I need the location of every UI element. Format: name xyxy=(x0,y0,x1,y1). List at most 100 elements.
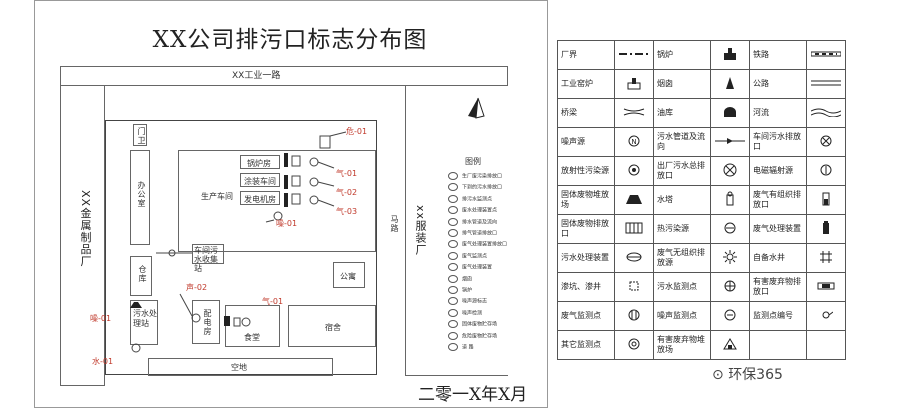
legend-label: 污水处理装置 xyxy=(557,243,615,273)
legend-label: 固体废物排放口 xyxy=(557,214,615,244)
legend-row: 放射性污染源出厂污水总排放口电磁辐射源 xyxy=(557,156,846,186)
number-icon xyxy=(806,301,846,331)
marker-gas-02: 气-02 xyxy=(336,188,358,197)
svg-text:N: N xyxy=(631,138,636,146)
mini-legend-item: 排水管道及流向 xyxy=(448,217,497,226)
mini-legend-item: 噪声源标志 xyxy=(448,297,487,306)
mini-legend-icon xyxy=(448,251,458,260)
legend-row: 其它监测点有害废弃物堆放场 xyxy=(557,330,846,360)
legend-row: 固体废物排放口 热污染源 废气处理装置 xyxy=(557,214,846,244)
right-neighbor: xx服装厂 xyxy=(414,205,427,257)
wastewater-collection: 车间污水收集站 xyxy=(192,244,224,273)
legend-row: 厂界 锅炉 铁路 xyxy=(557,40,846,70)
sewage-outlet-icon xyxy=(130,302,142,353)
hazard-outlet-icon xyxy=(806,272,846,302)
water-monitor-icon xyxy=(710,272,750,302)
grid-icon xyxy=(614,214,654,244)
mini-legend-icon xyxy=(448,194,458,203)
legend-label: 噪声监测点 xyxy=(653,301,711,331)
marker-gas-01b: 气-01 xyxy=(262,297,284,306)
legend-row: 桥梁 油库 河流 xyxy=(557,98,846,128)
road-right-label: 马路 xyxy=(390,215,399,233)
mini-legend-item: 废气处理装置排放口 xyxy=(448,240,507,249)
well-icon xyxy=(806,243,846,273)
legend-label: 噪声源 xyxy=(557,127,615,157)
legend-label: 废气处理装置 xyxy=(749,214,807,244)
marker-noise-01: 噪-01 xyxy=(276,219,298,228)
mini-legend-icon xyxy=(448,263,458,272)
plan-date: 二零一X年X月 xyxy=(418,385,528,405)
marker-gas-03: 气-03 xyxy=(336,207,358,216)
mini-legend-icon xyxy=(448,343,458,351)
mini-legend-icon xyxy=(448,229,458,237)
mini-legend-icon xyxy=(448,217,458,226)
bridge-icon xyxy=(614,98,654,128)
legend-label: 河流 xyxy=(749,98,807,128)
chimney-icon xyxy=(284,153,288,207)
legend-label: 桥梁 xyxy=(557,98,615,128)
outlet-circle-icon xyxy=(710,156,750,186)
rail-line xyxy=(806,40,846,70)
mini-legend-item: 废水处理装置点 xyxy=(448,206,497,215)
kiln-icon xyxy=(614,69,654,99)
mini-legend-item: 排污水监测点 xyxy=(448,194,492,203)
legend-label: 放射性污染源 xyxy=(557,156,615,186)
open-space: 空地 xyxy=(148,358,333,376)
legend-label: 铁路 xyxy=(749,40,807,70)
stack-outlet-icon xyxy=(291,155,335,207)
treat-icon xyxy=(614,243,654,273)
legend-label: 自备水井 xyxy=(749,243,807,273)
legend-label: 厂界 xyxy=(557,40,615,70)
mini-legend-item: 排气管道排放口 xyxy=(448,229,497,237)
legend-label: 监测点编号 xyxy=(749,301,807,331)
radiation-icon xyxy=(614,156,654,186)
legend-label: 废气有组织排放口 xyxy=(749,185,807,215)
mini-legend-item: 噪声检测 xyxy=(448,308,482,317)
plan-symbols xyxy=(130,97,485,353)
mini-legend-item: 危险废物贮存场 xyxy=(448,331,497,340)
legend-label: 有害废弃物堆放场 xyxy=(653,330,711,360)
mini-legend-icon xyxy=(448,240,458,249)
legend-label: 锅炉 xyxy=(653,40,711,70)
mini-legend-icon xyxy=(448,331,458,340)
trapezoid-icon xyxy=(614,185,654,215)
marker-waste-01: 噪-01 xyxy=(90,314,112,323)
legend-label: 废气无组织排放源 xyxy=(653,243,711,273)
marker-water-01: 水-01 xyxy=(92,357,114,366)
mini-legend-icon xyxy=(448,172,458,180)
legend-label: 工业窑炉 xyxy=(557,69,615,99)
mini-legend-item: 锅炉 xyxy=(448,286,472,294)
legend-label: 油库 xyxy=(653,98,711,128)
canteen-stack-icon xyxy=(224,316,251,327)
hazard-pile-icon xyxy=(710,330,750,360)
noise-icon: N xyxy=(614,127,654,157)
empty-symbol-cell xyxy=(806,330,846,360)
legend-label: 渗坑、渗井 xyxy=(557,272,615,302)
legend-label: 水塔 xyxy=(653,185,711,215)
legend-label: 车间污水排放口 xyxy=(749,127,807,157)
valve-icon xyxy=(156,249,192,257)
chimney-icon xyxy=(710,69,750,99)
legend-row: 废气监测点 噪声监测点 监测点编号 xyxy=(557,301,846,331)
left-strip xyxy=(60,86,105,386)
mini-legend-item: 下到的污水排放口 xyxy=(448,183,502,192)
legend-label: 出厂污水总排放口 xyxy=(653,156,711,186)
mini-legend-item: 固体废物贮存场 xyxy=(448,320,497,329)
mini-legend-icon xyxy=(448,286,458,294)
watermark: ⊙ 环保365 xyxy=(712,367,783,383)
legend-row: 污水处理装置 废气无组织排放源 自备水井 xyxy=(557,243,846,273)
mini-legend-item: 烟囱 xyxy=(448,274,472,283)
legend-label: 热污染源 xyxy=(653,214,711,244)
legend-label xyxy=(749,330,807,360)
pit-icon xyxy=(614,272,654,302)
mini-legend-icon xyxy=(448,183,458,192)
left-neighbor: XX金属制品厂 xyxy=(79,190,92,268)
legend-label: 废气监测点 xyxy=(557,301,615,331)
legend-row: 固体废物堆放场水塔废气有组织排放口 xyxy=(557,185,846,215)
marker-danger-01: 危-01 xyxy=(346,127,368,136)
road-top xyxy=(60,66,508,86)
mini-legend-icon xyxy=(448,297,458,306)
double-line xyxy=(806,69,846,99)
legend-label: 公路 xyxy=(749,69,807,99)
mini-legend-icon xyxy=(448,206,458,215)
